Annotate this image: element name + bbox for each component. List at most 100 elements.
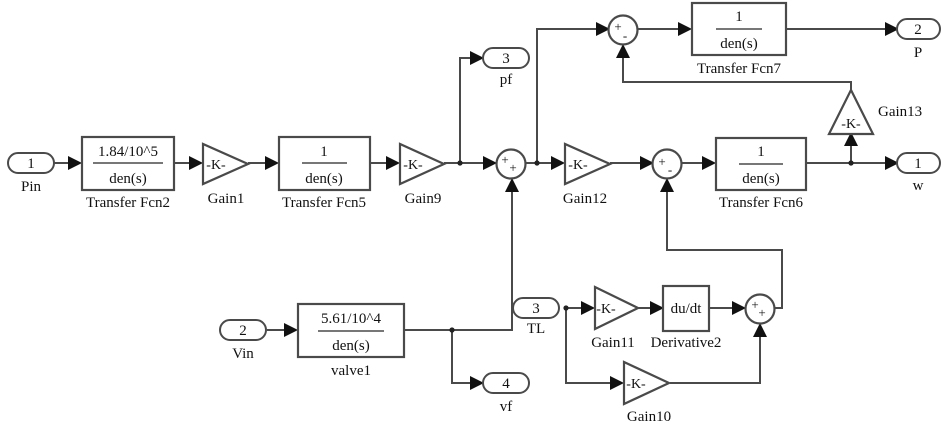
- outport-shape[interactable]: [482, 372, 530, 394]
- outport-label: vf: [500, 399, 513, 415]
- gain-value: -K-: [596, 302, 616, 317]
- branch-dot: [457, 160, 463, 166]
- gain-triangle[interactable]: [398, 142, 447, 186]
- wire-sumlow-summid[interactable]: [660, 178, 783, 309]
- tf-denominator: den(s): [742, 171, 780, 187]
- sum-sign: +: [658, 154, 665, 169]
- outport-label: w: [913, 178, 924, 194]
- sum-low-block[interactable]: + +: [744, 293, 776, 325]
- outport-number: 3: [502, 51, 510, 67]
- sum-main-block[interactable]: + +: [495, 148, 527, 180]
- sum-sign: +: [614, 19, 621, 34]
- tf-numerator: 1: [735, 9, 743, 25]
- branch-dot: [563, 305, 569, 311]
- branch-points: [449, 160, 854, 333]
- gain-triangle[interactable]: [827, 87, 875, 136]
- wire-branch-gain10[interactable]: [565, 308, 624, 390]
- inport-label: TL: [527, 321, 545, 337]
- tf-numerator: 1: [320, 144, 328, 160]
- tf-numerator: 1.84/10^5: [98, 144, 158, 160]
- outport-number: 1: [914, 156, 922, 172]
- block-label: Derivative2: [651, 335, 722, 351]
- gain-value: -K-: [568, 158, 588, 173]
- transfer-fcn2-block[interactable]: 1.84/10^5 den(s) Transfer Fcn2: [80, 135, 176, 211]
- block-label: Transfer Fcn6: [719, 195, 804, 211]
- tf-numerator: 1: [757, 144, 765, 160]
- derivative2-block[interactable]: du/dt Derivative2: [651, 284, 722, 351]
- transfer-fcn7-block[interactable]: 1 den(s) Transfer Fcn7: [690, 1, 788, 77]
- sum-circle[interactable]: [495, 148, 527, 180]
- gain-value: -K-: [626, 377, 646, 392]
- gain9-block[interactable]: -K- Gain9: [398, 142, 447, 207]
- inport-number: 2: [239, 323, 247, 339]
- gain-triangle[interactable]: [593, 285, 641, 331]
- outport-label: P: [914, 45, 922, 61]
- sum-circle[interactable]: [744, 293, 776, 325]
- wire-gain10-sumlow[interactable]: [670, 323, 767, 384]
- outport-p[interactable]: 2 P: [896, 18, 941, 61]
- gain1-block[interactable]: -K- Gain1: [201, 142, 251, 207]
- wire-branch-vf[interactable]: [451, 330, 484, 390]
- block-label: Transfer Fcn5: [282, 195, 366, 211]
- outport-vf[interactable]: 4 vf: [482, 372, 530, 415]
- branch-dot: [848, 160, 854, 166]
- sum-circle[interactable]: [651, 148, 683, 180]
- inport-number: 1: [27, 156, 35, 172]
- block-label: Gain13: [878, 104, 922, 120]
- block-label: Gain1: [208, 191, 245, 207]
- sum-sign: +: [509, 160, 516, 175]
- inport-tl[interactable]: 3 TL: [512, 297, 560, 337]
- branch-dot: [449, 327, 455, 333]
- branch-dot: [534, 160, 540, 166]
- inport-label: Vin: [232, 346, 254, 362]
- outport-pf[interactable]: 3 pf: [482, 47, 530, 88]
- tf-denominator: den(s): [720, 36, 758, 52]
- gain12-block[interactable]: -K- Gain12: [563, 142, 613, 207]
- sum-sign: +: [751, 297, 758, 312]
- gain11-block[interactable]: -K- Gain11: [591, 285, 641, 351]
- outport-shape[interactable]: [482, 47, 530, 69]
- gain-triangle[interactable]: [201, 142, 251, 186]
- block-label: Transfer Fcn7: [697, 61, 782, 77]
- block-label: valve1: [331, 363, 371, 379]
- wire-valve1-summain[interactable]: [404, 178, 519, 331]
- wire-branch-sumtop[interactable]: [536, 22, 610, 163]
- valve1-block[interactable]: 5.61/10^4 den(s) valve1: [296, 302, 406, 379]
- sum-sign: +: [758, 305, 765, 320]
- inport-vin[interactable]: 2 Vin: [219, 319, 267, 362]
- gain13-block[interactable]: -K- Gain13: [827, 87, 922, 136]
- gain-value: -K-: [841, 117, 861, 132]
- gain10-block[interactable]: -K- Gain10: [622, 360, 672, 425]
- outport-shape[interactable]: [896, 152, 941, 174]
- outport-number: 2: [914, 22, 922, 38]
- transfer-fcn5-block[interactable]: 1 den(s) Transfer Fcn5: [277, 135, 372, 211]
- sum-sign: +: [501, 152, 508, 167]
- gain-triangle[interactable]: [563, 142, 613, 186]
- inport-number: 3: [532, 301, 540, 317]
- tf-denominator: den(s): [332, 338, 370, 354]
- inport-pin[interactable]: 1 Pin: [7, 152, 55, 195]
- inport-shape[interactable]: [7, 152, 55, 174]
- block-label: Gain12: [563, 191, 607, 207]
- outport-w[interactable]: 1 w: [896, 152, 941, 194]
- inport-shape[interactable]: [219, 319, 267, 341]
- gain-triangle[interactable]: [622, 360, 672, 406]
- outport-number: 4: [502, 376, 510, 392]
- gain-value: -K-: [403, 158, 423, 173]
- transfer-fcn6-block[interactable]: 1 den(s) Transfer Fcn6: [714, 136, 808, 211]
- inport-shape[interactable]: [512, 297, 560, 319]
- gain-value: -K-: [206, 158, 226, 173]
- tf-denominator: den(s): [305, 171, 343, 187]
- tf-numerator: 5.61/10^4: [321, 311, 381, 327]
- wire-branch-pf[interactable]: [459, 51, 484, 163]
- block-label: Gain11: [591, 335, 635, 351]
- derivative-value: du/dt: [671, 301, 703, 317]
- inport-label: Pin: [21, 179, 42, 195]
- sum-top-block[interactable]: + -: [607, 14, 639, 46]
- outport-shape[interactable]: [896, 18, 941, 40]
- block-frame[interactable]: [661, 284, 711, 333]
- block-label: Gain10: [627, 409, 671, 425]
- sum-mid-block[interactable]: + -: [651, 148, 683, 180]
- sum-circle[interactable]: [607, 14, 639, 46]
